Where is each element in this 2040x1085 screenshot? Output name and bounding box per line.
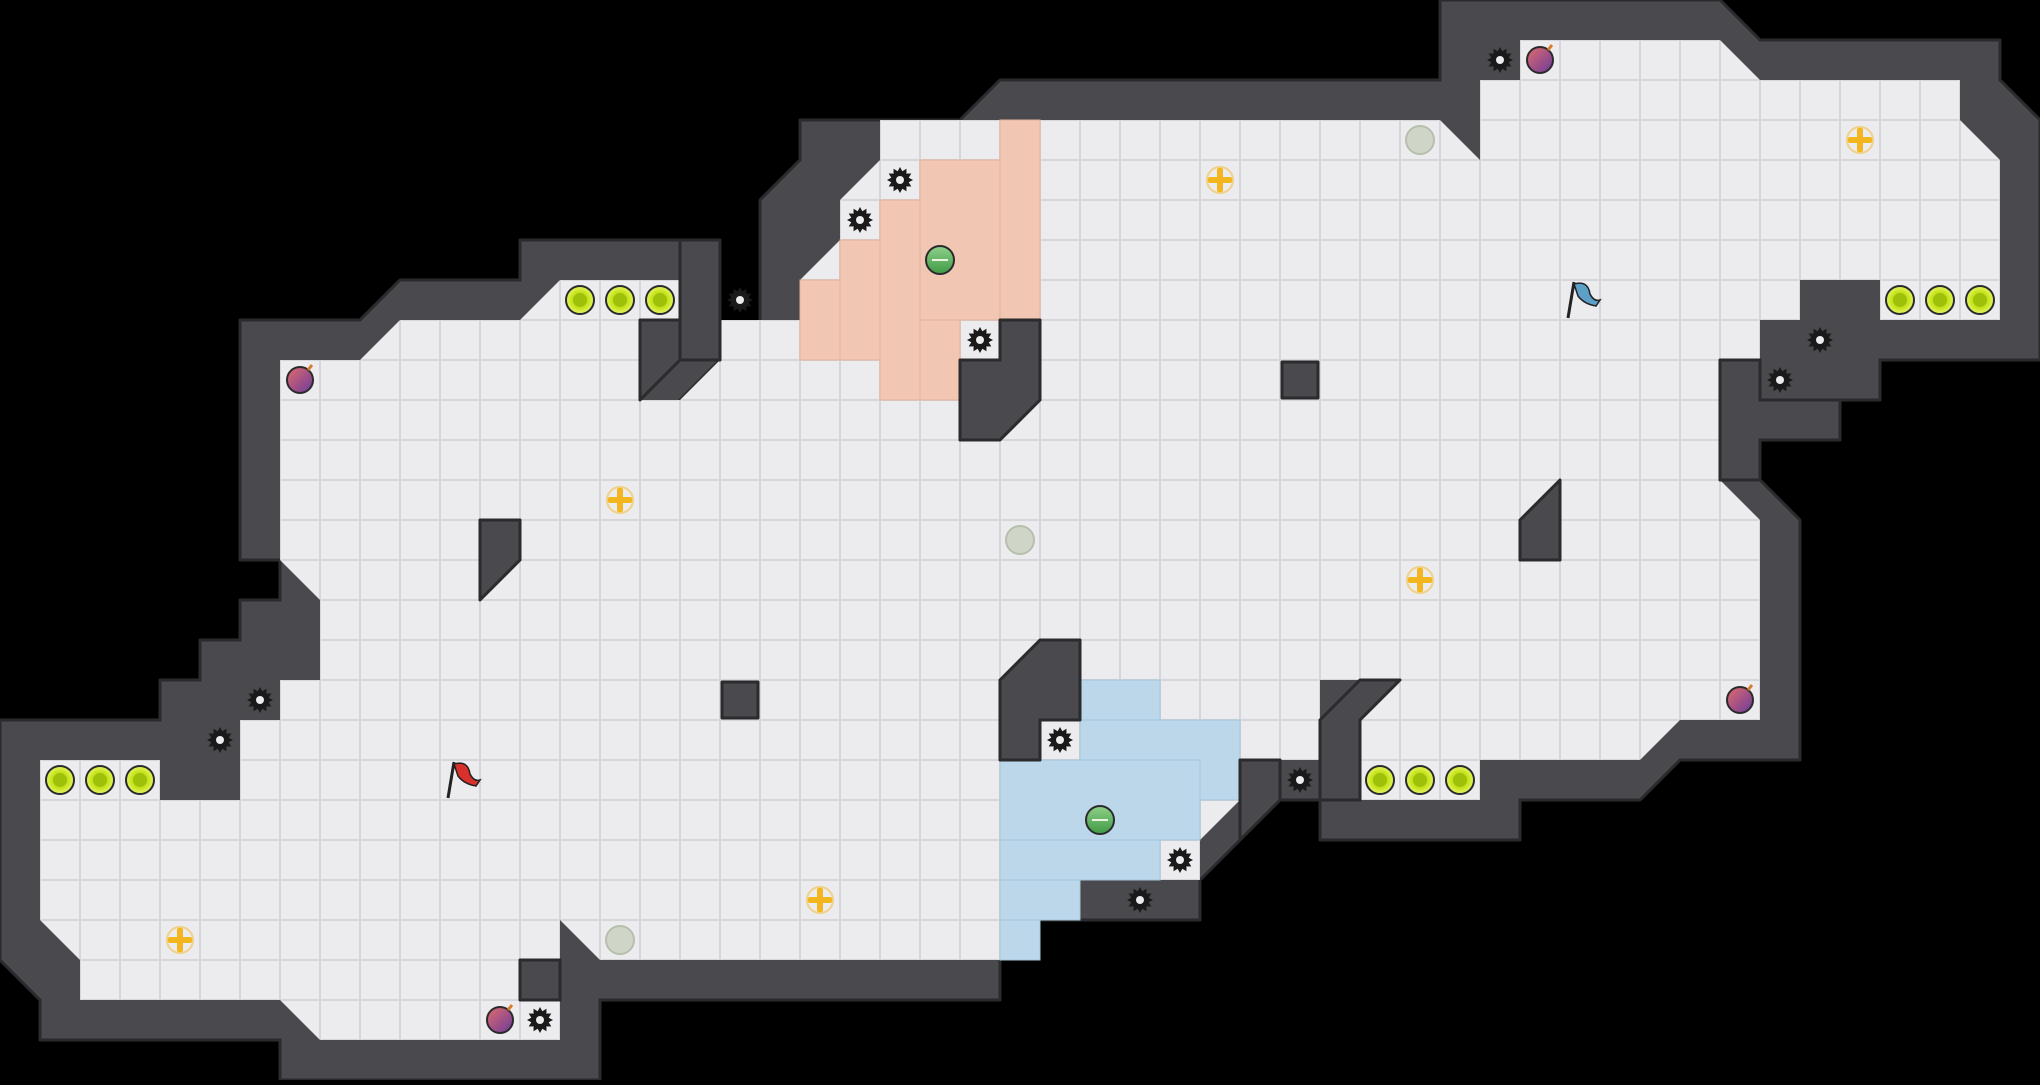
inactive-portal-icon xyxy=(1405,125,1435,155)
booster-pad-icon xyxy=(85,765,115,795)
booster-pad-icon xyxy=(605,285,635,315)
spike-icon xyxy=(247,687,273,713)
booster-pad-icon xyxy=(565,285,595,315)
spike-icon xyxy=(207,727,233,753)
red-team-zone xyxy=(799,119,1041,401)
powerup-icon xyxy=(1206,166,1234,194)
obstacle-small-square-mid xyxy=(720,680,760,720)
spike-icon xyxy=(1047,727,1073,753)
spike-icon xyxy=(847,207,873,233)
obstacle-right-ledge xyxy=(1718,358,1842,482)
bomb-icon xyxy=(286,364,314,394)
blue-flag-icon xyxy=(1566,281,1602,319)
inactive-portal-icon xyxy=(1005,525,1035,555)
items-layer xyxy=(45,44,1995,1034)
obstacle-center-block xyxy=(998,638,1082,762)
spike-icon xyxy=(967,327,993,353)
obstacle-left-wedge xyxy=(478,518,522,602)
spike-icon xyxy=(1127,887,1153,913)
powerup-icon xyxy=(166,926,194,954)
obstacles xyxy=(478,238,1842,1002)
booster-pad-icon xyxy=(1365,765,1395,795)
spike-icon xyxy=(527,1007,553,1033)
obstacle-top-left-block xyxy=(678,238,722,362)
booster-pad-icon xyxy=(1405,765,1435,795)
inactive-portal-icon xyxy=(605,925,635,955)
obstacle-bottom-right-ledge xyxy=(1318,678,1402,802)
spike-icon xyxy=(1287,767,1313,793)
booster-pad-icon xyxy=(1885,285,1915,315)
team-ball-icon xyxy=(925,245,955,275)
spike-icon xyxy=(1487,47,1513,73)
obstacle-bottom-right-notch xyxy=(1238,758,1282,842)
powerup-icon xyxy=(606,486,634,514)
obstacle-upper-center xyxy=(958,318,1042,442)
obstacle-small-square-top xyxy=(1280,360,1320,400)
booster-pad-icon xyxy=(1965,285,1995,315)
red-flag-icon xyxy=(446,761,482,799)
booster-pad-icon xyxy=(645,285,675,315)
bomb-icon xyxy=(486,1004,514,1034)
obstacle-right-wedge xyxy=(1518,478,1562,562)
booster-pad-icon xyxy=(1925,285,1955,315)
spike-icon xyxy=(727,287,753,313)
booster-pad-icon xyxy=(1445,765,1475,795)
booster-pad-icon xyxy=(45,765,75,795)
bomb-icon xyxy=(1726,684,1754,714)
obstacle-bottom-left-notch xyxy=(518,958,562,1002)
bomb-icon xyxy=(1526,44,1554,74)
booster-pad-icon xyxy=(125,765,155,795)
spike-icon xyxy=(1167,847,1193,873)
spike-icon xyxy=(887,167,913,193)
spike-icon xyxy=(1767,367,1793,393)
spike-icon xyxy=(1807,327,1833,353)
team-ball-icon xyxy=(1085,805,1115,835)
powerup-icon xyxy=(806,886,834,914)
powerup-icon xyxy=(1846,126,1874,154)
powerup-icon xyxy=(1406,566,1434,594)
